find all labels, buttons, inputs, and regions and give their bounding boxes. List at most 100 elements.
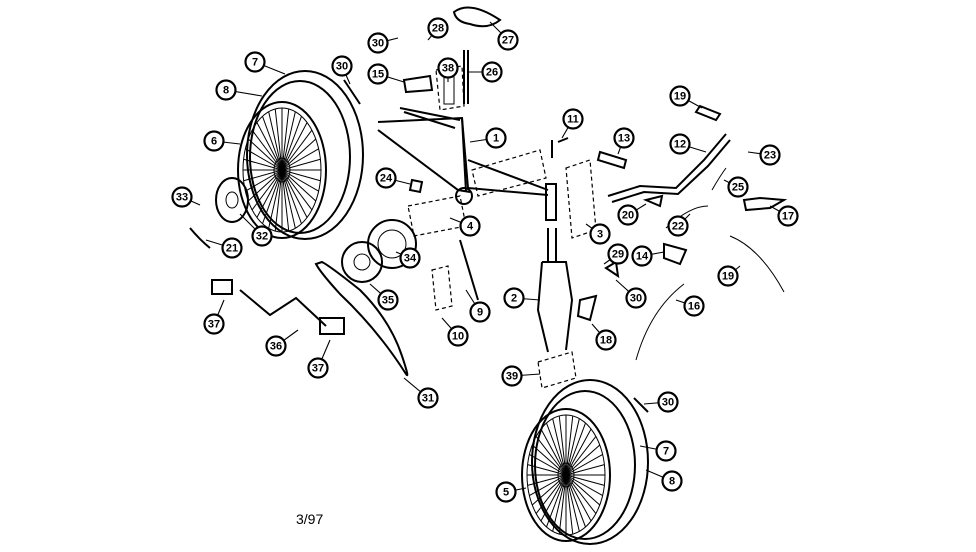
callout-24: 24	[375, 167, 411, 189]
callout-4: 4	[449, 215, 481, 237]
callout-14: 14	[631, 245, 665, 267]
callout-number: 39	[506, 371, 518, 383]
frame	[377, 107, 557, 221]
callout-circle	[625, 287, 647, 309]
callout-number: 14	[636, 251, 649, 263]
callout-circle	[377, 289, 399, 311]
callout-27: 27	[489, 21, 519, 51]
drivetrain	[211, 177, 417, 377]
callout-number: 37	[312, 363, 324, 375]
callout-31: 31	[403, 377, 439, 409]
callout-30: 30	[615, 279, 647, 309]
callout-22: 22	[667, 213, 691, 237]
callout-circle	[661, 470, 683, 492]
callout-circle	[331, 55, 353, 77]
callout-18: 18	[591, 323, 617, 351]
callout-number: 19	[674, 91, 686, 103]
callout-number: 19	[722, 271, 734, 283]
callout-number: 10	[452, 331, 464, 343]
callout-number: 23	[764, 150, 776, 162]
callout-number: 27	[502, 35, 514, 47]
callout-9: 9	[465, 289, 491, 323]
date-code-label: 3/97	[296, 511, 324, 527]
handlebar	[596, 104, 731, 203]
callout-number: 17	[782, 211, 794, 223]
callout-circle	[759, 144, 781, 166]
callout-number: 22	[672, 221, 684, 233]
callout-number: 8	[223, 85, 229, 97]
callout-circle	[417, 387, 439, 409]
callout-circle	[307, 357, 329, 379]
callout-number: 7	[663, 446, 669, 458]
callout-30: 30	[643, 391, 679, 413]
callout-number: 18	[600, 335, 612, 347]
callout-circle	[607, 243, 629, 265]
callout-8: 8	[215, 79, 263, 101]
callout-28: 28	[427, 17, 449, 41]
callout-number: 33	[176, 192, 188, 204]
callout-circle	[244, 51, 266, 73]
callout-16: 16	[675, 295, 705, 317]
fork	[536, 228, 574, 353]
callout-circle	[617, 204, 639, 226]
callout-number: 3	[597, 229, 603, 241]
callout-30: 30	[367, 32, 399, 54]
rear-wheel	[237, 70, 364, 240]
callout-8: 8	[645, 469, 683, 492]
parts-artwork	[189, 6, 788, 545]
callout-circle	[669, 133, 691, 155]
callout-circle	[251, 225, 273, 247]
callout-number: 6	[211, 136, 217, 148]
callout-number: 31	[422, 393, 434, 405]
callout-25: 25	[723, 176, 749, 198]
callout-number: 4	[467, 221, 474, 233]
callout-number: 25	[732, 182, 744, 194]
callout-circle	[265, 335, 287, 357]
callout-circle	[215, 79, 237, 101]
callout-37: 37	[203, 299, 225, 335]
callout-circle	[375, 167, 397, 189]
callout-30: 30	[331, 55, 353, 85]
callout-circle	[447, 325, 469, 347]
callout-number: 30	[630, 293, 642, 305]
callout-number: 24	[380, 173, 393, 185]
callout-circle	[481, 61, 503, 83]
callout-38: 38	[437, 57, 459, 82]
callout-10: 10	[441, 317, 469, 347]
seat-post-and-saddle	[443, 6, 502, 105]
callout-circle	[437, 57, 459, 79]
callout-circle	[613, 127, 635, 149]
callout-circle	[562, 108, 584, 130]
hardware-groups	[407, 65, 597, 389]
callout-29: 29	[603, 243, 629, 265]
callout-13: 13	[613, 127, 635, 155]
callout-circle	[485, 127, 507, 149]
callout-3: 3	[585, 223, 611, 245]
callout-number: 38	[442, 63, 454, 75]
callout-17: 17	[769, 205, 799, 227]
callout-circle	[171, 186, 193, 208]
callout-circle	[367, 32, 389, 54]
callout-number: 20	[622, 210, 634, 222]
callout-number: 11	[567, 114, 579, 126]
callout-2: 2	[503, 287, 541, 309]
callout-number: 2	[511, 293, 517, 305]
callout-circle	[657, 391, 679, 413]
callout-circle	[427, 17, 449, 39]
callout-circle	[777, 205, 799, 227]
callout-number: 26	[486, 67, 498, 79]
callout-circle	[367, 63, 389, 85]
callout-number: 35	[382, 295, 394, 307]
callout-number: 30	[372, 38, 384, 50]
callout-circle	[399, 247, 421, 269]
callout-35: 35	[369, 283, 399, 311]
callout-circle	[595, 329, 617, 351]
callout-circle	[667, 215, 689, 237]
callout-circle	[503, 287, 525, 309]
callout-number: 37	[208, 319, 220, 331]
callout-number: 12	[674, 139, 686, 151]
callout-21: 21	[205, 237, 243, 259]
callout-39: 39	[501, 365, 541, 387]
cables-and-small-parts	[189, 74, 788, 413]
